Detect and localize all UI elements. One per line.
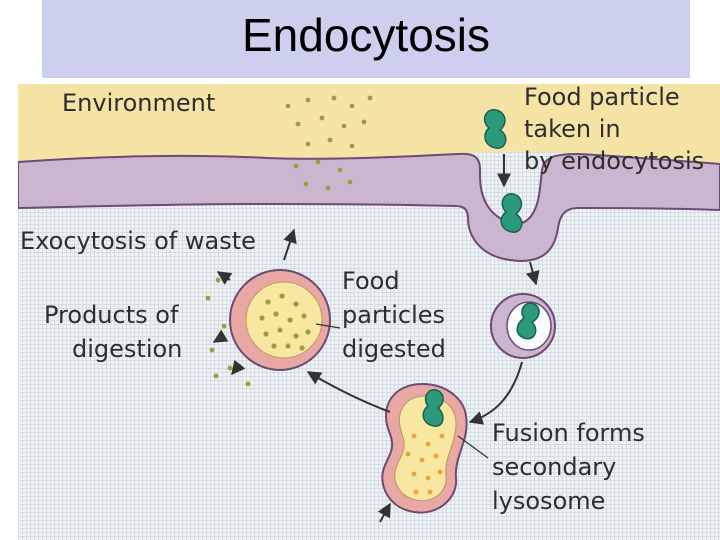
slide-title: Endocytosis [241,9,490,61]
diagram-svg [18,84,720,540]
arrow-product-2 [212,329,229,343]
environment-label: Environment [62,89,216,117]
arrow-exocytosis [283,228,297,261]
title-bar: Endocytosis [42,0,690,78]
products-label-line-1: Products of [44,301,179,329]
lysosome-contents [405,433,445,495]
food-particle-outside [483,109,507,149]
food-particle-vesicle [516,302,540,340]
digested-label-line-3: digested [342,335,446,363]
food-particle-lysosome [422,389,444,427]
arrow-to-fusion [468,361,523,425]
products-label-line-2: digestion [72,335,183,363]
fusion-label-line-3: lysosome [492,487,606,515]
arrow-product-3 [231,359,246,376]
digested-label-line-2: particles [342,301,446,329]
plasma-membrane [18,152,720,262]
fusion-label-line-2: secondary [492,453,617,481]
digestion-products [205,277,311,387]
arrow-product-1 [216,271,233,285]
food-particle-invaginating [500,193,523,233]
exocytosed-waste [285,95,373,191]
arrow-to-digestion [306,371,391,413]
food-particle-label-line-1: Food particle [524,84,680,111]
food-particle-label-line-3: by endocytosis [524,147,705,175]
environment-region [18,84,720,164]
exocytosis-label: Exocytosis of waste [20,227,256,255]
leader-lines [315,323,489,459]
digestion-lysosome-inner [245,281,323,359]
fusion-label-line-1: Fusion forms [492,419,645,447]
arrows [212,154,540,523]
food-particle-label-line-2: taken in [524,115,621,143]
endocytosis-diagram: Environment Food particle taken in by en… [18,84,720,540]
digested-label-line-1: Food [342,267,400,295]
arrow-to-vesicle [525,261,540,286]
arrow-into-lysosome [377,502,391,523]
